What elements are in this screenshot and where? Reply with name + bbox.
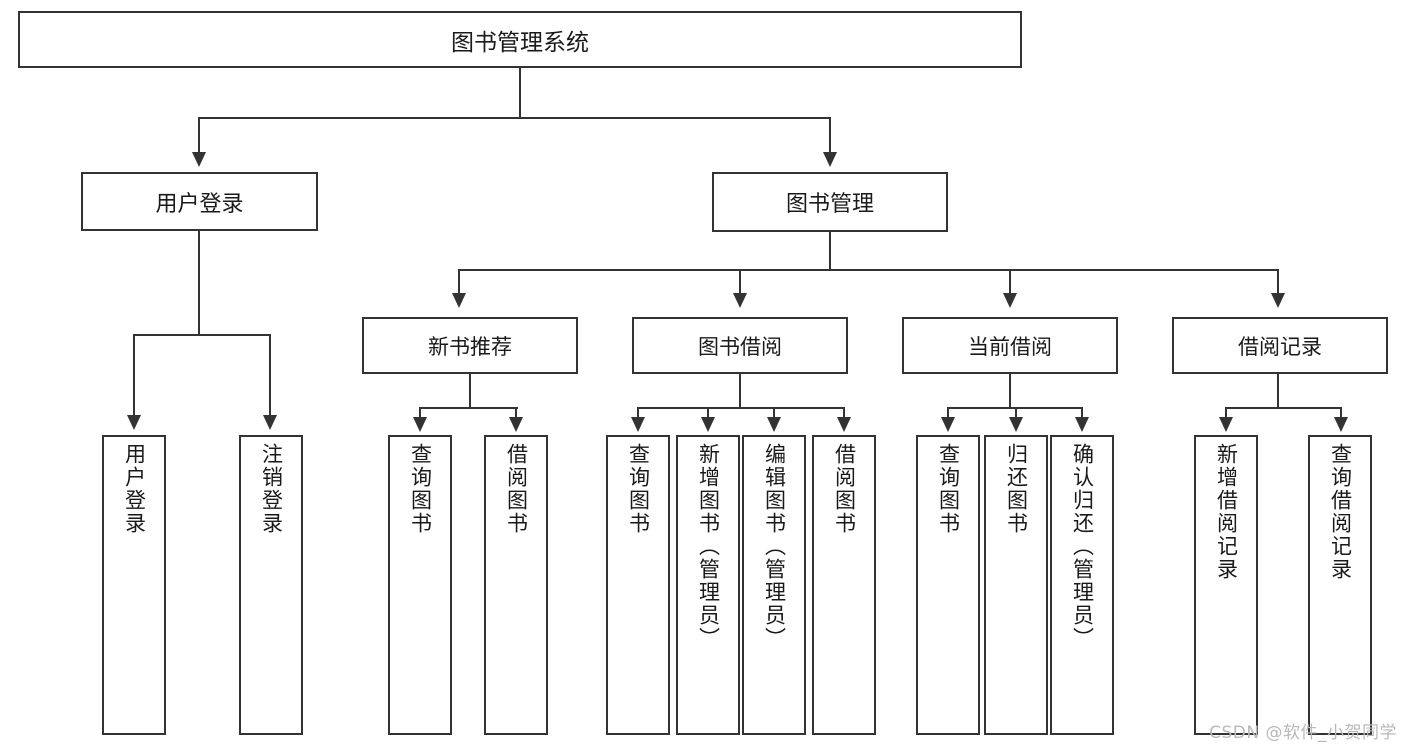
arrowhead-root-to-user-login [192, 152, 206, 167]
node-book-management[interactable]: 图书管理 [712, 172, 948, 232]
node-label: 图书管理系统 [451, 29, 589, 56]
arrowhead-current-borrow-to-leaf-8 [941, 417, 955, 432]
arrowhead-book-mgmt-to-new-books [452, 293, 466, 308]
leaf-add-book-admin[interactable]: 新增图书（管理员） [676, 435, 740, 735]
arrowhead-new-books-to-leaf-2 [413, 417, 427, 432]
leaf-return-book[interactable]: 归还图书 [984, 435, 1048, 735]
connector-new-books-bus [419, 407, 518, 409]
leaf-edit-book-admin[interactable]: 编辑图书（管理员） [742, 435, 806, 735]
leaf-label: 编辑图书（管理员） [762, 443, 787, 650]
leaf-label: 新增图书（管理员） [696, 443, 721, 650]
arrowhead-book-mgmt-to-borrow-records [1271, 293, 1285, 308]
leaf-query-borrow-record[interactable]: 查询借阅记录 [1308, 435, 1372, 735]
node-label: 图书借阅 [698, 334, 782, 359]
node-label: 借阅记录 [1238, 334, 1322, 359]
connector-current-borrow-bus [947, 407, 1082, 409]
connector-user-login-drop [198, 231, 200, 336]
arrowhead-borrow-records-to-leaf-12 [1334, 417, 1348, 432]
connector-book-mgmt-to-book-borrow [739, 269, 741, 295]
arrowhead-book-mgmt-to-book-borrow [733, 293, 747, 308]
node-label: 图书管理 [785, 192, 874, 217]
connector-book-borrow-to-leaf-6 [773, 407, 775, 419]
leaf-borrow-book[interactable]: 借阅图书 [812, 435, 876, 735]
leaf-label: 新增借阅记录 [1214, 443, 1239, 581]
node-label: 新书推荐 [428, 334, 512, 359]
arrowhead-book-borrow-to-leaf-7 [837, 417, 851, 432]
connector-book-borrow-to-leaf-7 [843, 407, 845, 419]
connector-book-mgmt-to-new-books [458, 269, 460, 295]
connector-current-borrow-to-leaf-10 [1081, 407, 1083, 419]
connector-book-borrow-to-leaf-5 [707, 407, 709, 419]
arrowhead-current-borrow-to-leaf-10 [1075, 417, 1089, 432]
leaf-label: 归还图书 [1004, 443, 1029, 535]
connector-root-bus [198, 117, 831, 119]
connector-current-borrow-drop [1009, 374, 1011, 409]
connector-root-to-user-login [198, 117, 200, 155]
arrowhead-book-borrow-to-leaf-4 [631, 417, 645, 432]
leaf-add-borrow-record[interactable]: 新增借阅记录 [1194, 435, 1258, 735]
leaf-label: 查询图书 [936, 443, 961, 535]
leaf-label: 注销登录 [259, 443, 284, 535]
node-current-borrow[interactable]: 当前借阅 [902, 317, 1118, 374]
connector-root-drop [519, 68, 521, 118]
node-root-system[interactable]: 图书管理系统 [18, 11, 1022, 68]
connector-book-mgmt-to-borrow-records [1277, 269, 1279, 295]
connector-borrow-records-drop [1277, 374, 1279, 409]
leaf-query-books-current[interactable]: 查询图书 [916, 435, 980, 735]
leaf-label: 查询图书 [626, 443, 651, 535]
node-user-login[interactable]: 用户登录 [81, 172, 318, 231]
connector-user-login-bus [133, 334, 271, 336]
connector-current-borrow-to-leaf-8 [947, 407, 949, 419]
arrowhead-user-login-to-leaf-0 [127, 415, 141, 430]
leaf-label: 确认归还（管理员） [1070, 443, 1095, 650]
connector-borrow-records-to-leaf-12 [1340, 407, 1342, 419]
leaf-query-books-recommend[interactable]: 查询图书 [388, 435, 452, 735]
arrowhead-user-login-to-leaf-1 [263, 415, 277, 430]
leaf-label: 查询借阅记录 [1328, 443, 1353, 581]
connector-borrow-records-to-leaf-11 [1225, 407, 1227, 419]
connector-borrow-records-bus [1225, 407, 1342, 409]
node-borrow-records[interactable]: 借阅记录 [1172, 317, 1388, 374]
leaf-label: 借阅图书 [832, 443, 857, 535]
node-new-book-recommend[interactable]: 新书推荐 [362, 317, 578, 374]
node-book-borrow[interactable]: 图书借阅 [632, 317, 848, 374]
connector-new-books-to-leaf-3 [515, 407, 517, 419]
leaf-confirm-return-admin[interactable]: 确认归还（管理员） [1050, 435, 1114, 735]
connector-root-to-book-mgmt [829, 117, 831, 155]
leaf-query-books-borrow[interactable]: 查询图书 [606, 435, 670, 735]
arrowhead-borrow-records-to-leaf-11 [1219, 417, 1233, 432]
connector-book-borrow-to-leaf-4 [637, 407, 639, 419]
connector-book-borrow-bus [637, 407, 844, 409]
connector-user-login-to-leaf-1 [269, 334, 271, 418]
leaf-logout[interactable]: 注销登录 [239, 435, 303, 735]
connector-current-borrow-to-leaf-9 [1015, 407, 1017, 419]
arrowhead-book-mgmt-to-current-borrow [1003, 293, 1017, 308]
connector-book-mgmt-to-current-borrow [1009, 269, 1011, 295]
leaf-user-login[interactable]: 用户登录 [102, 435, 166, 735]
connector-user-login-to-leaf-0 [133, 334, 135, 418]
leaf-label: 借阅图书 [504, 443, 529, 535]
arrowhead-book-borrow-to-leaf-6 [767, 417, 781, 432]
arrowhead-new-books-to-leaf-3 [509, 417, 523, 432]
leaf-label: 用户登录 [122, 443, 147, 535]
leaf-borrow-books-recommend[interactable]: 借阅图书 [484, 435, 548, 735]
connector-book-borrow-drop [739, 374, 741, 409]
connector-book-mgmt-drop [829, 232, 831, 271]
connector-book-mgmt-bus [458, 269, 1279, 271]
node-label: 当前借阅 [968, 334, 1052, 359]
connector-new-books-drop [469, 374, 471, 409]
arrowhead-current-borrow-to-leaf-9 [1009, 417, 1023, 432]
leaf-label: 查询图书 [408, 443, 433, 535]
node-label: 用户登录 [155, 191, 244, 217]
arrowhead-root-to-book-mgmt [823, 152, 837, 167]
arrowhead-book-borrow-to-leaf-5 [701, 417, 715, 432]
connector-new-books-to-leaf-2 [419, 407, 421, 419]
